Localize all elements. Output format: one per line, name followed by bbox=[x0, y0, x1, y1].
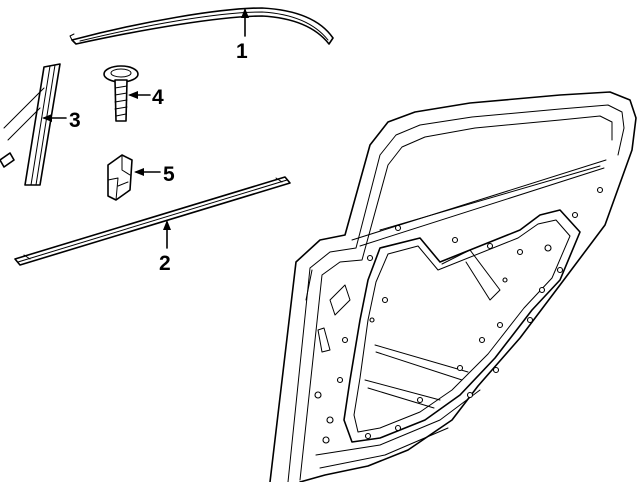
part-1-frame-molding bbox=[69, 7, 334, 45]
callout-1: 1 bbox=[236, 40, 248, 63]
callout-2: 2 bbox=[159, 252, 171, 275]
part-4-fastener bbox=[103, 65, 139, 122]
callout-3: 3 bbox=[69, 109, 81, 132]
callout-4: 4 bbox=[152, 86, 164, 109]
callout-leaders bbox=[42, 8, 249, 249]
callout-5: 5 bbox=[163, 163, 175, 186]
rear-door-shell bbox=[269, 91, 637, 483]
part-3-channel-strip bbox=[0, 63, 61, 186]
part-2-belt-molding bbox=[14, 176, 291, 266]
part-5-clip bbox=[107, 154, 133, 201]
